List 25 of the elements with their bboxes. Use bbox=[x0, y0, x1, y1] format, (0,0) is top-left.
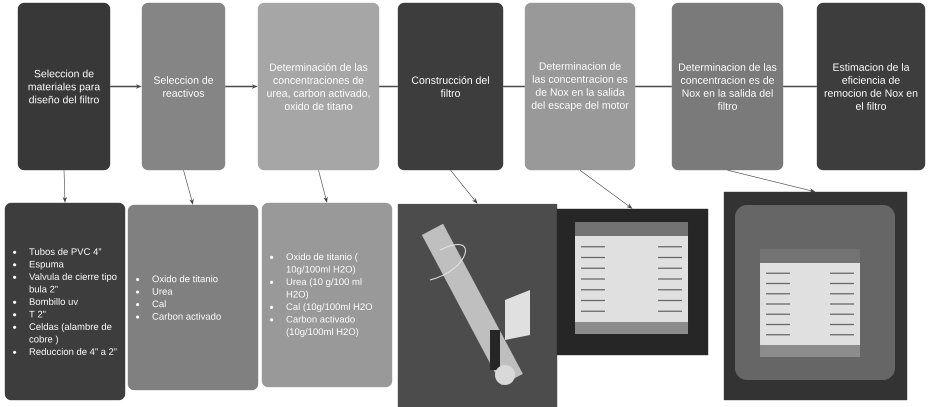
list-box bbox=[128, 204, 258, 390]
bullet-item: Oxido de titanio bbox=[136, 275, 218, 282]
list-box bbox=[262, 202, 392, 388]
bullet-item: Valvula de cierre tipo bula 2” bbox=[13, 273, 117, 292]
bullet-item: Carbon activado bbox=[136, 312, 221, 320]
process-box: Construcción del filtro bbox=[398, 2, 504, 170]
process-box: Seleccion de reactivos bbox=[142, 2, 226, 170]
process-box: Determinación de las concentraciones de urea, carbon activado, oxido de titano bbox=[258, 2, 380, 170]
bullet-item: Urea (10 g/100 ml H2O) bbox=[270, 278, 362, 300]
bullet-item: Carbon activado (10g/100ml H2O) bbox=[270, 316, 358, 337]
process-box: Determinacion de las concentracion es de Nox en la salida del escape del motor bbox=[524, 2, 636, 170]
bullet-item: Bombillo uv bbox=[13, 298, 78, 305]
bullet-item: Cal bbox=[136, 300, 166, 308]
bullet-item: Espuma bbox=[13, 260, 64, 270]
bullet-item: Celdas (alambre de cobre ) bbox=[13, 323, 112, 344]
bullet-item: T 2” bbox=[13, 310, 46, 318]
bullet-item: Reduccion de 4” a 2” bbox=[13, 348, 117, 355]
process-box: Estimacion de la eficiencia de remocion de Nox en el filtro bbox=[816, 2, 926, 170]
bullet-item: Cal (10g/100ml H2O bbox=[270, 303, 372, 312]
process-box: Seleccion de materiales para diseño del filtro bbox=[18, 2, 110, 170]
process-box: Determinacion de las concentracion es de Nox en la salida del filtro bbox=[672, 2, 784, 170]
list-box bbox=[4, 202, 126, 400]
bullet-item: Tubos de PVC 4” bbox=[13, 248, 102, 255]
bullet-item: Urea bbox=[136, 288, 173, 295]
bullet-item: Oxido de titanio ( 10g/100ml H2O) bbox=[270, 253, 358, 274]
